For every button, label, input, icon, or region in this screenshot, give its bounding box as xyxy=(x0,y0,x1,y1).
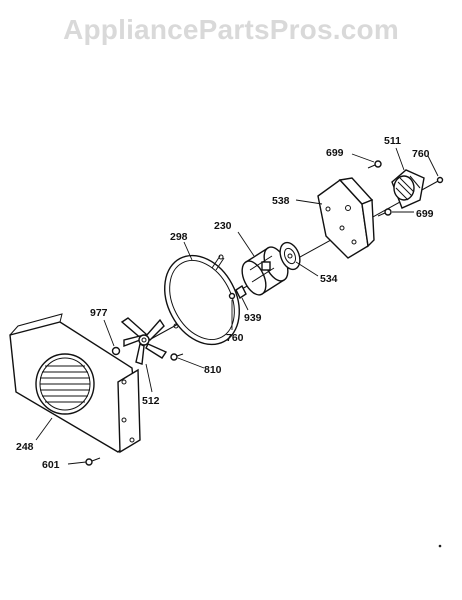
label-760-upper: 760 xyxy=(412,148,430,160)
speck xyxy=(438,544,442,548)
part-699-upper-screw xyxy=(367,160,382,169)
part-810-screw xyxy=(170,353,184,361)
part-512-fan-blade xyxy=(120,317,168,365)
label-248: 248 xyxy=(16,441,34,453)
label-939: 939 xyxy=(244,312,262,324)
part-601-screw xyxy=(85,457,101,466)
label-977: 977 xyxy=(90,307,108,319)
part-511-terminal xyxy=(391,169,425,209)
label-298: 298 xyxy=(170,231,188,243)
part-298-ring-bracket xyxy=(164,254,240,346)
watermark-text: AppliancePartsPros.com xyxy=(63,14,399,45)
label-230: 230 xyxy=(214,220,232,232)
part-977-nut xyxy=(111,346,121,356)
part-534-disc xyxy=(279,241,301,271)
label-760-lower: 760 xyxy=(226,332,244,344)
leader-lines xyxy=(35,147,439,465)
label-512: 512 xyxy=(142,395,160,407)
label-699-upper: 699 xyxy=(326,147,344,159)
part-538-bracket xyxy=(317,177,375,259)
part-760-upper-screw xyxy=(436,176,444,184)
label-699-lower: 699 xyxy=(416,208,434,220)
label-534: 534 xyxy=(320,273,338,285)
part-248-housing xyxy=(9,313,141,454)
part-699-lower-screw xyxy=(377,208,392,217)
part-760-screw xyxy=(228,292,236,300)
label-538: 538 xyxy=(272,195,290,207)
label-511: 511 xyxy=(384,135,401,147)
label-810: 810 xyxy=(204,364,222,376)
part-939-clip xyxy=(235,284,247,300)
label-601: 601 xyxy=(42,459,60,471)
